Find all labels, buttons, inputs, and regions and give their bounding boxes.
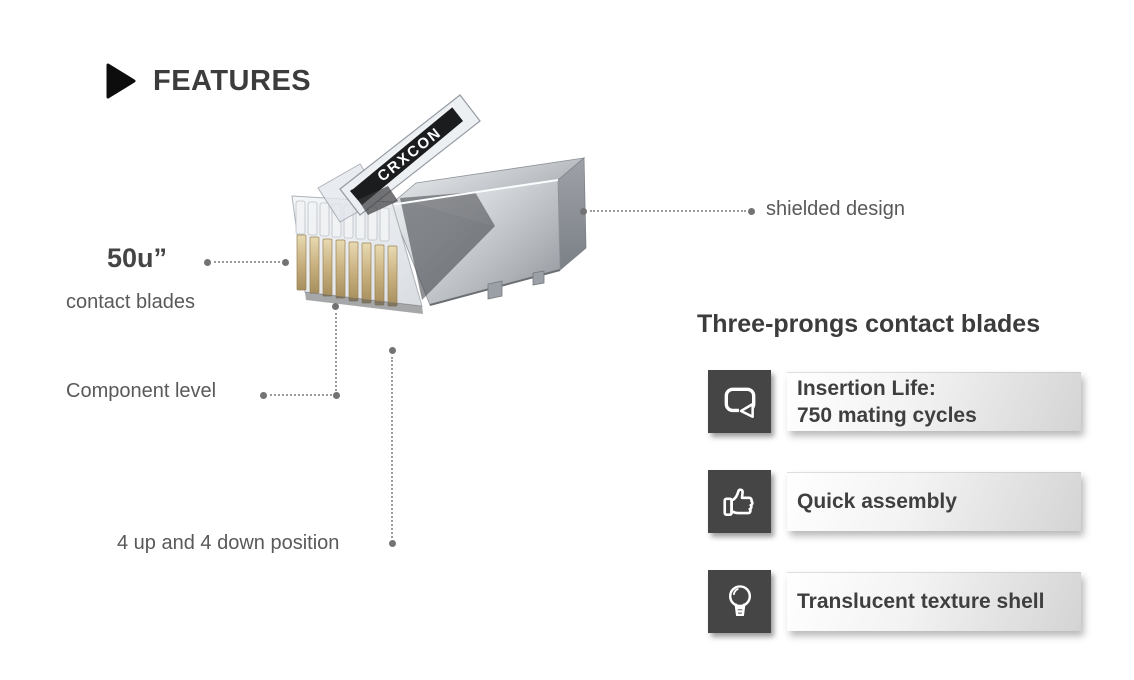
feature-text-line: Insertion Life: <box>797 376 936 400</box>
feature-card-quick-assembly: Quick assembly <box>708 470 1082 534</box>
connector-latch: CRXCON <box>317 94 481 223</box>
feature-bar: Quick assembly <box>787 472 1081 531</box>
thumbs-up-icon <box>722 487 754 516</box>
icon-box <box>708 570 771 633</box>
lightbulb-icon <box>728 584 751 616</box>
rj45-connector-image: CRXCON <box>270 88 590 328</box>
translucent-housing <box>291 195 423 314</box>
feature-text-line: 750 mating cycles <box>797 403 977 427</box>
leader-dot <box>260 392 267 399</box>
leader-dot <box>333 392 340 399</box>
repeat-cycle-icon <box>724 387 755 418</box>
leader-dot <box>332 303 339 310</box>
feature-text-line: Translucent texture shell <box>797 590 1045 613</box>
play-triangle-icon <box>106 63 136 99</box>
component-level-label: Component level <box>66 380 217 402</box>
feature-card-translucent-shell: Translucent texture shell <box>708 570 1082 634</box>
leader-dot <box>282 259 289 266</box>
leader-dot <box>204 259 211 266</box>
features-header: FEATURES <box>106 63 311 99</box>
panel-heading: Three-prongs contact blades <box>697 310 1041 338</box>
contact-blades-value: 50u” <box>107 243 168 273</box>
leader-dot <box>580 208 587 215</box>
leader-line <box>214 261 280 263</box>
icon-box <box>708 470 771 533</box>
feature-text-line: Quick assembly <box>797 490 957 513</box>
housing-teeth <box>295 200 390 242</box>
icon-box <box>708 370 771 433</box>
contact-pins <box>296 234 398 307</box>
shielded-design-label: shielded design <box>766 198 905 220</box>
position-label: 4 up and 4 down position <box>117 532 340 554</box>
leader-dot <box>389 347 396 354</box>
leader-dot <box>748 208 755 215</box>
feature-card-insertion-life: Insertion Life: 750 mating cycles <box>708 370 1082 434</box>
page-title: FEATURES <box>153 64 312 97</box>
leader-dot <box>389 540 396 547</box>
leader-line <box>335 313 337 391</box>
connector-body <box>388 157 587 306</box>
contact-blades-label: contact blades <box>66 291 195 313</box>
leader-line <box>590 210 746 212</box>
feature-bar: Translucent texture shell <box>787 572 1081 631</box>
feature-bar: Insertion Life: 750 mating cycles <box>787 372 1081 431</box>
leader-line <box>270 394 332 396</box>
rj45-connector-svg: CRXCON <box>291 94 587 314</box>
leader-line <box>391 357 393 538</box>
